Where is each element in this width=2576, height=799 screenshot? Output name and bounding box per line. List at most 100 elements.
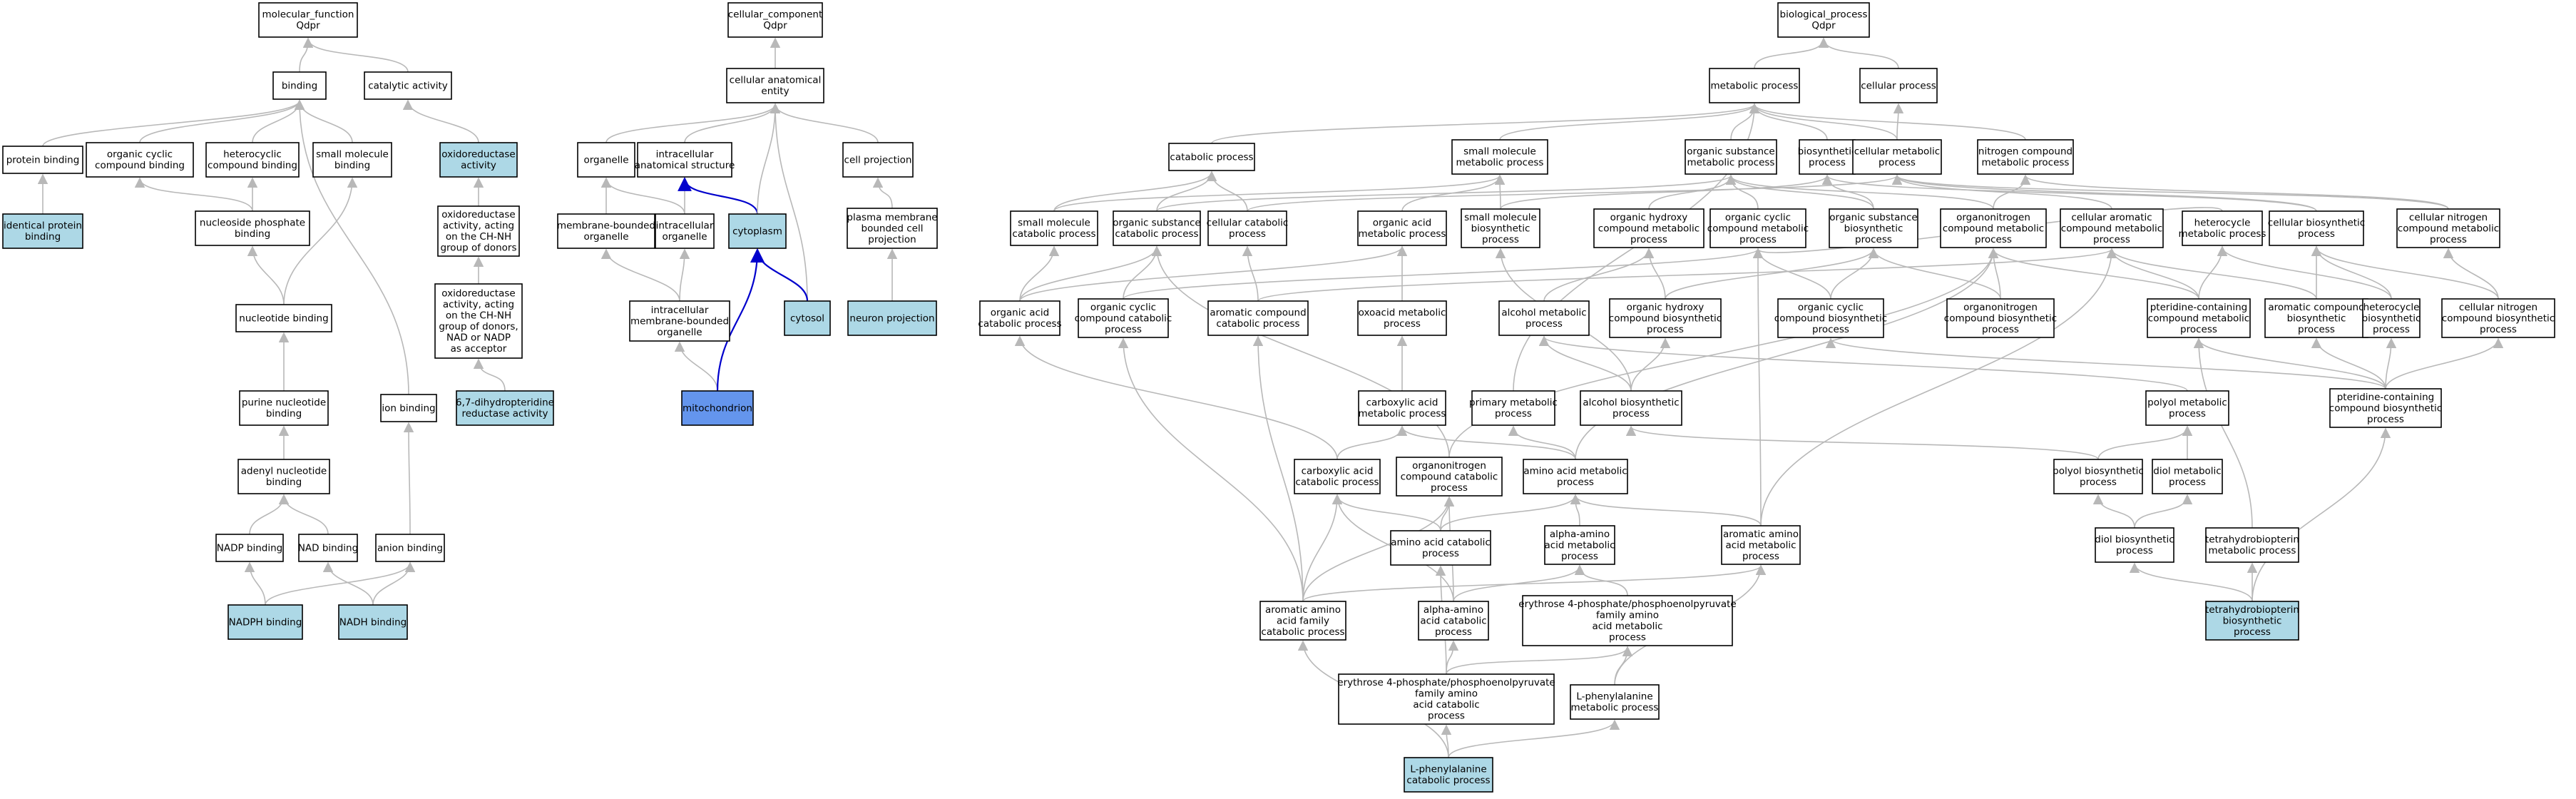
edge-organic_cyclic_binding-to-binding [139,99,305,143]
node-label-line: process [2480,324,2517,335]
edge-aa_catabolic-to-ca_catabolic [1332,494,1441,531]
node-label-line: 6,7-dihydropteridine [456,397,554,409]
node-nadp_binding: NADP binding [215,534,284,562]
node-label-line: process [1105,324,1142,335]
node-label-line: small molecule [316,149,389,161]
node-label-line: erythrose 4-phosphate/phosphoenolpyruvat… [1518,599,1736,610]
edge-cnc_biosynthetic-to-cnc_metabolic [2443,248,2499,300]
node-anion_binding: anion binding [375,534,445,562]
node-box [237,459,330,494]
edge-imb_organelle-to-intracellular_organelle [679,248,690,302]
node-label-line: polyol metabolic [2147,397,2227,409]
node-box [2152,459,2223,494]
node-label-line: intracellular [651,305,709,316]
node-label-line: identical protein [4,220,82,232]
node-label-line: cellular biosynthetic [2268,218,2365,229]
node-box [228,604,303,640]
node-box [842,142,914,178]
edge-nad_binding-to-adenyl_nucleotide_binding [278,494,329,535]
edge-cellular_catabolic-to-catabolic [1206,171,1248,212]
node-label-line: compound binding [208,160,297,171]
node-label-line: binding [282,80,317,91]
node-label-line: biosynthetic [1844,223,1903,234]
node-label-line: catabolic process [1216,318,1299,330]
node-label-line: compound metabolic [2398,223,2499,234]
node-nucleotide_binding: nucleotide binding [235,304,332,332]
edge-arom_aa_family_catabolic-to-arom_aa_metabolic [1302,564,1766,602]
edge-nadph_binding-to-nadp_binding [244,561,266,606]
node-box [2396,208,2500,248]
edge-nc_metabolic-to-metabolic [1749,103,2026,141]
node-box [1544,525,1615,565]
node-label-line: adenyl nucleotide [241,466,327,477]
edge-sm_catabolic-to-catabolic [1053,171,1217,212]
edge-ac_biosynthetic-to-cac_metabolic [2106,248,2317,300]
node-label-line: organic acid [991,307,1049,319]
node-label-line: polyol biosynthetic [2053,466,2144,477]
node-label-line: heterocycle [2363,302,2420,313]
edge-os_catabolic-to-catabolic [1156,171,1217,212]
node-label-line: metabolic process [1456,157,1544,168]
edge-aa_metabolic-to-primary_metabolic [1508,425,1576,460]
node-label-line: process [1525,318,1563,330]
node-box [2145,390,2229,426]
node-label-line: metabolic process [1687,157,1775,168]
edge-oxidoreductase-to-catalytic [402,99,479,143]
node-box [1721,525,1801,565]
node-label-line: Qdpr [1811,20,1836,31]
node-label-line: binding [266,477,302,488]
node-label-line: oxoacid metabolic [1359,307,1446,319]
node-label-line: protein binding [6,154,80,166]
node-cytosol: cytosol [784,300,831,336]
edge-thb_biosynthetic-to-diol_biosynthetic [2129,562,2253,602]
node-box [1113,210,1201,246]
node-box [1294,459,1381,494]
node-label-line: organic substance [1113,218,1200,229]
edge-ptc_biosynthetic-to-ac_biosynthetic [2311,337,2386,390]
node-nadh_binding: NADH binding [338,604,408,640]
edge-cnc_metabolic-to-cellular_metabolic [1892,174,2449,210]
edge-ion_binding-to-binding [294,99,409,395]
node-mitochondrion: mitochondrion [681,390,754,426]
node-box [728,213,787,249]
node-label-line: intracellular [656,220,714,232]
edge-thb_biosynthetic-to-ptc_biosynthetic [2252,427,2391,602]
edge-oa_catabolic-to-sm_catabolic [1019,245,1060,302]
edge-aa_catabolic-to-aa_metabolic [1440,494,1581,531]
node-label-line: NADP binding [217,542,282,554]
node-label-line: cellular anatomical [730,75,822,86]
node-box [312,142,392,178]
node-label-line: process [2234,626,2271,638]
node-label-line: biosynthetic [1798,146,1857,158]
node-box [375,534,445,562]
node-binding: binding [272,71,327,100]
edge-oa_catabolic-to-os_catabolic [1019,245,1162,302]
node-box [1685,139,1777,175]
edge-occ_biosynthetic-to-os_biosynthetic [1830,248,1879,300]
node-label-line: organic substance [1687,146,1774,158]
node-label-line: process [1982,324,2019,335]
node-label-line: cellular catabolic [1207,218,1289,229]
node-label-line: compound catabolic [1075,312,1172,324]
node-label-line: group of donors, [439,321,518,332]
node-label-line: organic cyclic [1798,302,1864,313]
node-box [2060,208,2164,248]
node-label-line: L-phenylalanine [1576,691,1652,703]
